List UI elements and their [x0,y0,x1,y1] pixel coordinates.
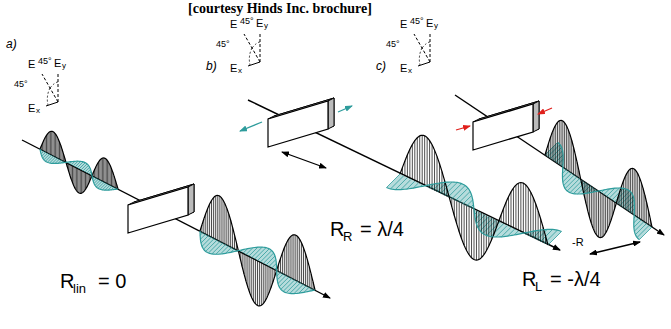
panel-letter: a) [6,38,17,51]
angle-label: 45° [240,17,254,27]
field-symbol: E [256,17,263,29]
subscript: y [264,22,268,31]
field-symbol: E [28,102,35,114]
field-wave [40,131,118,193]
direction-arrow [590,242,640,254]
retardation-formula: R [522,268,536,290]
field-symbol: E [400,18,407,30]
panel-letter: c) [376,60,386,73]
retardation-formula: R [330,218,344,240]
propagation-axis [22,140,330,298]
field-wave [545,120,652,239]
axes-icon [414,32,430,66]
subscript: lin [73,282,86,296]
angle-label: 45° [38,57,52,67]
axes-icon [42,72,58,106]
field-symbol: E [400,62,407,74]
panel-letter: b) [206,60,217,73]
subscript: x [36,107,40,116]
field-symbol: E [28,58,35,70]
subscript: y [434,22,438,31]
subscript: R [343,230,352,244]
propagation-axis [455,95,664,235]
direction-arrow [282,152,326,168]
direction-arrow [240,122,262,131]
subscript: x [238,67,242,76]
angle-label: 45° [216,40,230,50]
angle-label: 45° [14,80,28,90]
wave-plate [128,184,194,233]
axes-icon [244,32,260,66]
wave-plate [473,101,539,150]
direction-arrow [538,108,552,114]
angle-label: 45° [386,40,400,50]
retardation-label: -R [572,236,584,248]
subscript: y [62,62,66,71]
field-symbol: E [230,62,237,74]
wave-plate [268,98,334,147]
credit-title: [courtesy Hinds Inc. brochure] [188,1,372,16]
field-symbol: E [230,18,237,30]
retardation-formula: = 0 [98,270,126,292]
field-symbol: E [426,17,433,29]
direction-arrow [338,106,352,112]
field-wave [200,195,315,306]
angle-label: 45° [410,17,424,27]
retardation-formula: = -λ/4 [550,268,601,290]
field-symbol: E [54,57,61,69]
subscript: x [408,67,412,76]
propagation-axis [248,100,560,250]
direction-arrow [456,126,470,130]
retardation-formula: = λ/4 [360,218,404,240]
subscript: L [535,280,542,294]
retardation-formula: R [60,270,74,292]
field-wave [387,135,562,260]
